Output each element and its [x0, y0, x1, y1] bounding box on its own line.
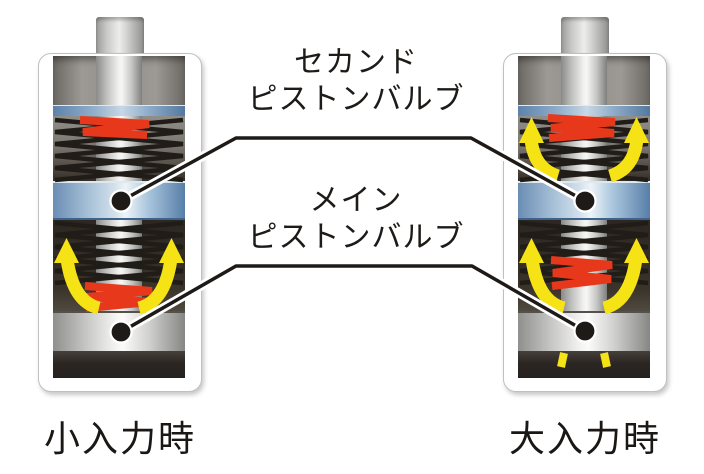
caption-large-input: 大入力時 [508, 418, 661, 459]
piston-rod [561, 17, 609, 58]
internal-graphics [54, 116, 184, 315]
bottom-chamber [518, 351, 650, 378]
caption-small-input: 小入力時 [43, 418, 196, 459]
callout-second-line2: ピストンバルブ [247, 83, 465, 116]
callout-main-line2: ピストンバルブ [247, 221, 465, 254]
damper-large-input [503, 17, 667, 392]
second-valve-seat-band [518, 105, 650, 116]
callout-main-piston-valve: メイン ピストンバルブ [206, 182, 506, 256]
piston-rod [96, 17, 144, 58]
damper-interior [518, 56, 650, 378]
damper-interior [53, 56, 185, 378]
damper-case [38, 53, 202, 392]
damper-small-input [38, 17, 202, 392]
damper-case [503, 53, 667, 392]
callout-second-line1: セカンド [294, 46, 418, 79]
internal-graphics [519, 114, 649, 368]
callout-second-piston-valve: セカンド ピストンバルブ [206, 44, 506, 118]
flow-tail [557, 352, 611, 368]
second-valve-shim-red [547, 114, 616, 142]
second-valve-seat-band [53, 105, 185, 116]
callout-main-line1: メイン [309, 184, 403, 217]
second-valve-shim-red [79, 116, 150, 139]
bottom-chamber [53, 351, 185, 378]
